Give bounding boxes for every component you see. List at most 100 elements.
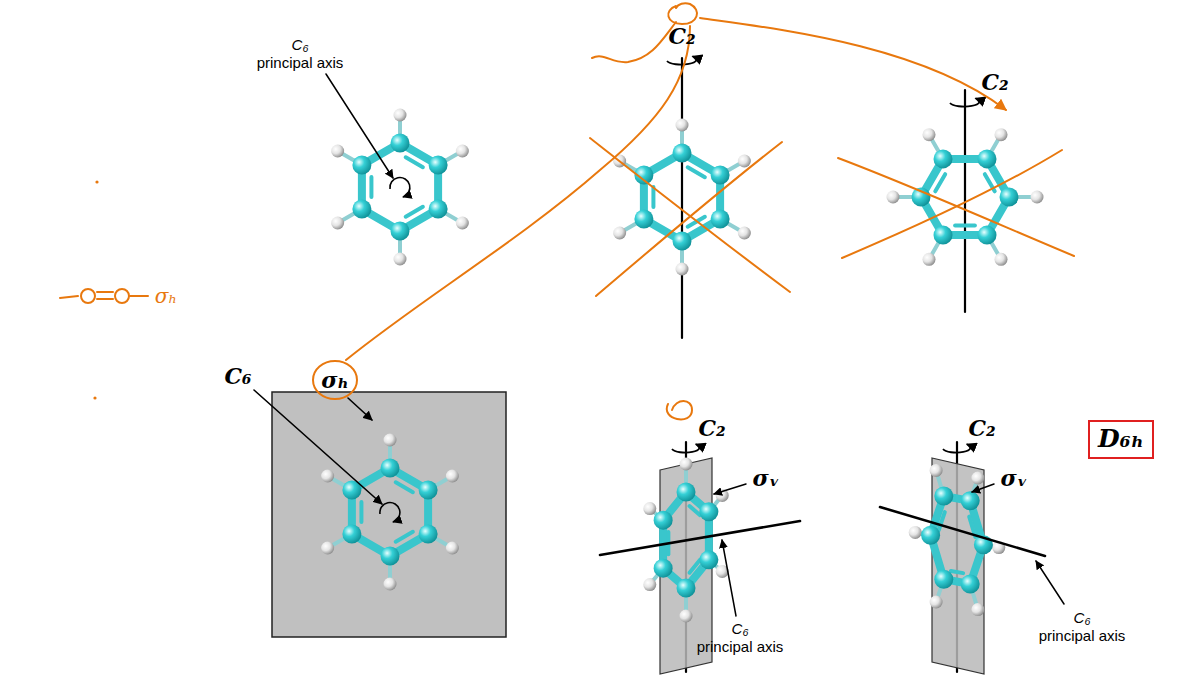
symmetry-symbol: C₂ xyxy=(968,415,995,441)
benzene-molecule xyxy=(369,177,373,197)
handwritten-mark xyxy=(590,138,790,292)
leader-arrow xyxy=(714,484,746,494)
benzene-molecule xyxy=(738,155,751,168)
leader-arrow xyxy=(254,390,382,504)
benzene-molecule xyxy=(677,483,696,502)
benzene-molecule xyxy=(930,464,943,477)
symmetry-symbol: C₂ xyxy=(698,415,725,441)
symmetry-symbol: σᵥ xyxy=(752,465,779,491)
benzene-molecule xyxy=(1031,191,1044,204)
c2-axis xyxy=(681,58,683,338)
benzene-molecule xyxy=(331,109,469,266)
benzene-molecule xyxy=(711,166,730,185)
benzene-molecule xyxy=(935,174,945,191)
c6-axis xyxy=(600,521,800,555)
leader-arrow xyxy=(972,484,994,492)
handwritten-mark xyxy=(668,3,697,24)
symmetry-symbol: σᵥ xyxy=(1000,465,1027,491)
benzene-molecule xyxy=(613,227,626,240)
benzene-molecule xyxy=(394,109,407,122)
handwritten-circle xyxy=(313,361,357,399)
benzene-molecule xyxy=(384,434,397,447)
benzene-molecule xyxy=(688,167,705,177)
benzene-molecule xyxy=(651,187,655,207)
benzene-molecule xyxy=(384,578,397,591)
benzene-molecule xyxy=(930,596,943,609)
benzene-molecule xyxy=(419,481,438,500)
benzene-molecule xyxy=(887,191,900,204)
benzene-molecule xyxy=(321,434,459,591)
rotation-arrow xyxy=(380,502,400,522)
handwritten-mark xyxy=(97,298,113,300)
handwritten-dot xyxy=(93,396,96,399)
benzene-molecule xyxy=(654,559,673,578)
benzene-molecule xyxy=(673,144,692,163)
rotation-arrow xyxy=(672,444,699,452)
benzene-molecule xyxy=(971,603,984,616)
benzene-molecule xyxy=(699,502,718,521)
benzene-molecule xyxy=(955,224,975,228)
benzene-molecule xyxy=(352,156,371,175)
handwritten-dot xyxy=(95,180,98,183)
benzene-molecule xyxy=(654,511,673,530)
benzene-molecule xyxy=(711,210,730,229)
handwritten-mark xyxy=(81,289,95,303)
benzene-molecule xyxy=(359,502,363,522)
benzene-molecule xyxy=(939,512,945,530)
leader-arrow xyxy=(326,74,393,178)
handwritten-mark xyxy=(115,289,129,303)
benzene-molecule xyxy=(643,578,656,591)
benzene-molecule xyxy=(613,119,751,276)
handwritten-mark xyxy=(700,18,1006,110)
benzene-molecule xyxy=(909,526,922,539)
benzene-molecule xyxy=(429,156,448,175)
leader-arrow xyxy=(348,398,372,420)
handwritten-mark xyxy=(596,142,782,296)
handwritten-mark xyxy=(667,401,692,419)
benzene-molecule xyxy=(677,579,696,598)
benzene-molecule xyxy=(971,471,984,484)
handwritten-mark xyxy=(346,26,690,360)
symmetry-symbol: C₂ xyxy=(668,23,695,49)
point-group-box: D₆ₕ xyxy=(1088,420,1154,459)
benzene-molecule xyxy=(331,145,344,158)
benzene-molecule xyxy=(887,128,1044,266)
handwritten-mark xyxy=(592,22,676,62)
benzene-molecule xyxy=(396,482,413,492)
leader-arrow xyxy=(1036,561,1064,604)
benzene-molecule xyxy=(680,458,693,471)
point-group-label: D₆ₕ xyxy=(1098,425,1144,454)
benzene-molecule xyxy=(995,128,1008,141)
leader-arrow xyxy=(722,540,736,616)
benzene-molecule xyxy=(406,207,423,217)
axis-label: C₆ principal axis xyxy=(1039,609,1126,645)
handwritten-mark xyxy=(60,296,78,298)
benzene-molecule xyxy=(961,491,980,510)
benzene-molecule xyxy=(394,253,407,266)
benzene-molecule xyxy=(429,200,448,219)
handwritten-mark xyxy=(97,291,113,293)
benzene-molecule xyxy=(676,119,689,132)
benzene-molecule xyxy=(391,222,410,241)
symmetry-symbol: C₂ xyxy=(981,69,1008,95)
benzene-molecule xyxy=(934,149,953,168)
rotation-arrow xyxy=(390,177,410,197)
benzene-molecule xyxy=(934,226,953,245)
benzene-molecule xyxy=(391,134,410,153)
symmetry-symbol: σₕ xyxy=(321,367,349,393)
benzene-molecule xyxy=(690,560,701,573)
axis-label: C₆ principal axis xyxy=(697,620,784,656)
benzene-molecule xyxy=(673,232,692,251)
benzene-molecule xyxy=(676,263,689,276)
benzene-molecule xyxy=(699,550,718,569)
benzene-molecule xyxy=(995,253,1008,266)
benzene-molecule xyxy=(406,157,423,167)
benzene-molecule xyxy=(381,547,400,566)
benzene-molecule xyxy=(934,570,953,589)
benzene-molecule xyxy=(419,525,438,544)
sigma-h-plane xyxy=(272,392,506,637)
benzene-molecule xyxy=(456,145,469,158)
benzene-molecule xyxy=(446,542,459,555)
